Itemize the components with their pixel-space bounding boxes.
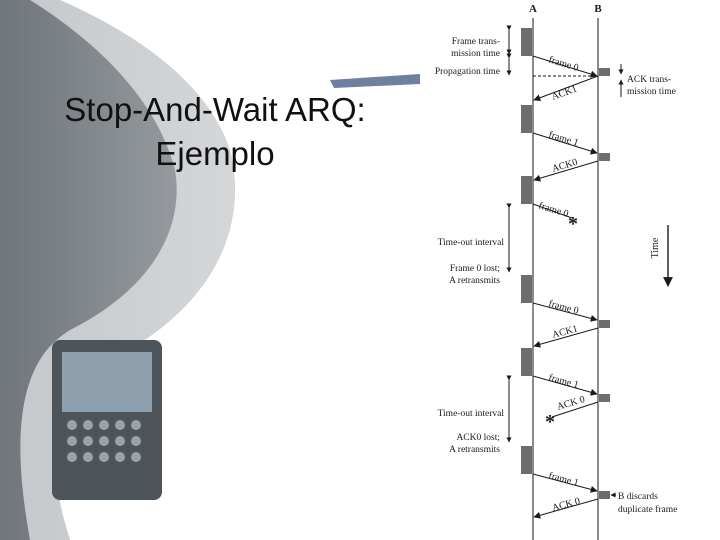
background-ribbon — [330, 74, 420, 88]
label-ack-tx-line1: ACK trans- — [627, 75, 671, 85]
background-light-swoosh — [20, 0, 235, 540]
msg-label-ack0-c: ACK 0 — [551, 496, 581, 514]
label-ack-tx-line2: mission time — [627, 87, 676, 97]
slide-title: Stop-And-Wait ARQ: Ejemplo — [30, 88, 400, 176]
arrow-frame1-c — [532, 473, 598, 493]
arrow-frame0-a — [532, 55, 598, 78]
tx-box-a-1 — [521, 28, 532, 56]
label-ack0-lost-line2: A retransmits — [449, 445, 500, 455]
arrow-ack1-a — [533, 75, 599, 102]
arrow-ack1-b — [533, 327, 599, 348]
label-timeout-1: Time-out interval — [438, 238, 505, 248]
lost-marker-ack: * — [545, 411, 555, 433]
label-frame-tx-line1: Frame trans- — [452, 37, 500, 47]
msg-label-frame0-lost: frame 0 — [537, 200, 570, 220]
ack-box-b-2 — [599, 153, 610, 161]
label-b-discards-line2: duplicate frame — [618, 504, 677, 515]
msg-label-frame1-b: frame 1 — [547, 372, 580, 391]
arrow-frame1-a — [532, 132, 598, 155]
msg-label-ack0-a: ACK0 — [551, 157, 579, 175]
msg-label-frame1-c: frame 1 — [547, 470, 580, 489]
arrow-ack0-a — [533, 160, 599, 182]
device-icon — [52, 340, 162, 500]
lost-marker-frame: * — [568, 213, 578, 235]
msg-label-frame0-b: frame 0 — [547, 298, 580, 317]
msg-label-frame0-a: frame 0 — [547, 54, 580, 74]
arrow-ack0-lost — [551, 401, 599, 418]
station-a-label: A — [529, 3, 537, 15]
msg-label-ack1-b: ACK1 — [551, 324, 579, 341]
label-ack0-lost-line1: ACK0 lost; — [456, 433, 500, 443]
label-propagation: Propagation time — [435, 67, 500, 77]
msg-label-frame1-a: frame 1 — [547, 129, 580, 149]
stop-and-wait-diagram: A B frame 0 ACK1 frame 1 — [435, 3, 677, 540]
arrow-ack0-c — [533, 498, 599, 519]
label-frame0-lost-line2: A retransmits — [449, 276, 500, 286]
label-timeout-2: Time-out interval — [438, 409, 505, 419]
msg-label-ack0-lost: ACK 0 — [556, 394, 587, 413]
arrow-frame1-b — [532, 375, 598, 396]
msg-label-ack1-a: ACK1 — [550, 84, 578, 103]
label-frame0-lost-line1: Frame 0 lost; — [450, 264, 500, 274]
arrow-frame0-lost — [532, 203, 573, 219]
label-frame-tx-line2: mission time — [451, 49, 500, 59]
tx-box-a-4 — [521, 275, 532, 303]
ack-box-b-1 — [599, 68, 610, 76]
tx-box-a-3 — [521, 176, 532, 204]
ack-box-b-5 — [599, 491, 610, 499]
label-b-discards-line1: B discards — [618, 492, 658, 502]
tx-box-a-6 — [521, 446, 532, 474]
ack-box-b-3 — [599, 320, 610, 328]
tx-box-a-5 — [521, 348, 532, 376]
tx-box-a-2 — [521, 105, 532, 133]
arrow-frame0-b — [532, 302, 598, 322]
time-axis-label: Time — [650, 237, 661, 258]
ack-box-b-4 — [599, 394, 610, 402]
slide-title-line-2: Ejemplo — [155, 135, 275, 172]
station-b-label: B — [594, 3, 602, 15]
slide-title-line-1: Stop-And-Wait ARQ: — [64, 91, 366, 128]
